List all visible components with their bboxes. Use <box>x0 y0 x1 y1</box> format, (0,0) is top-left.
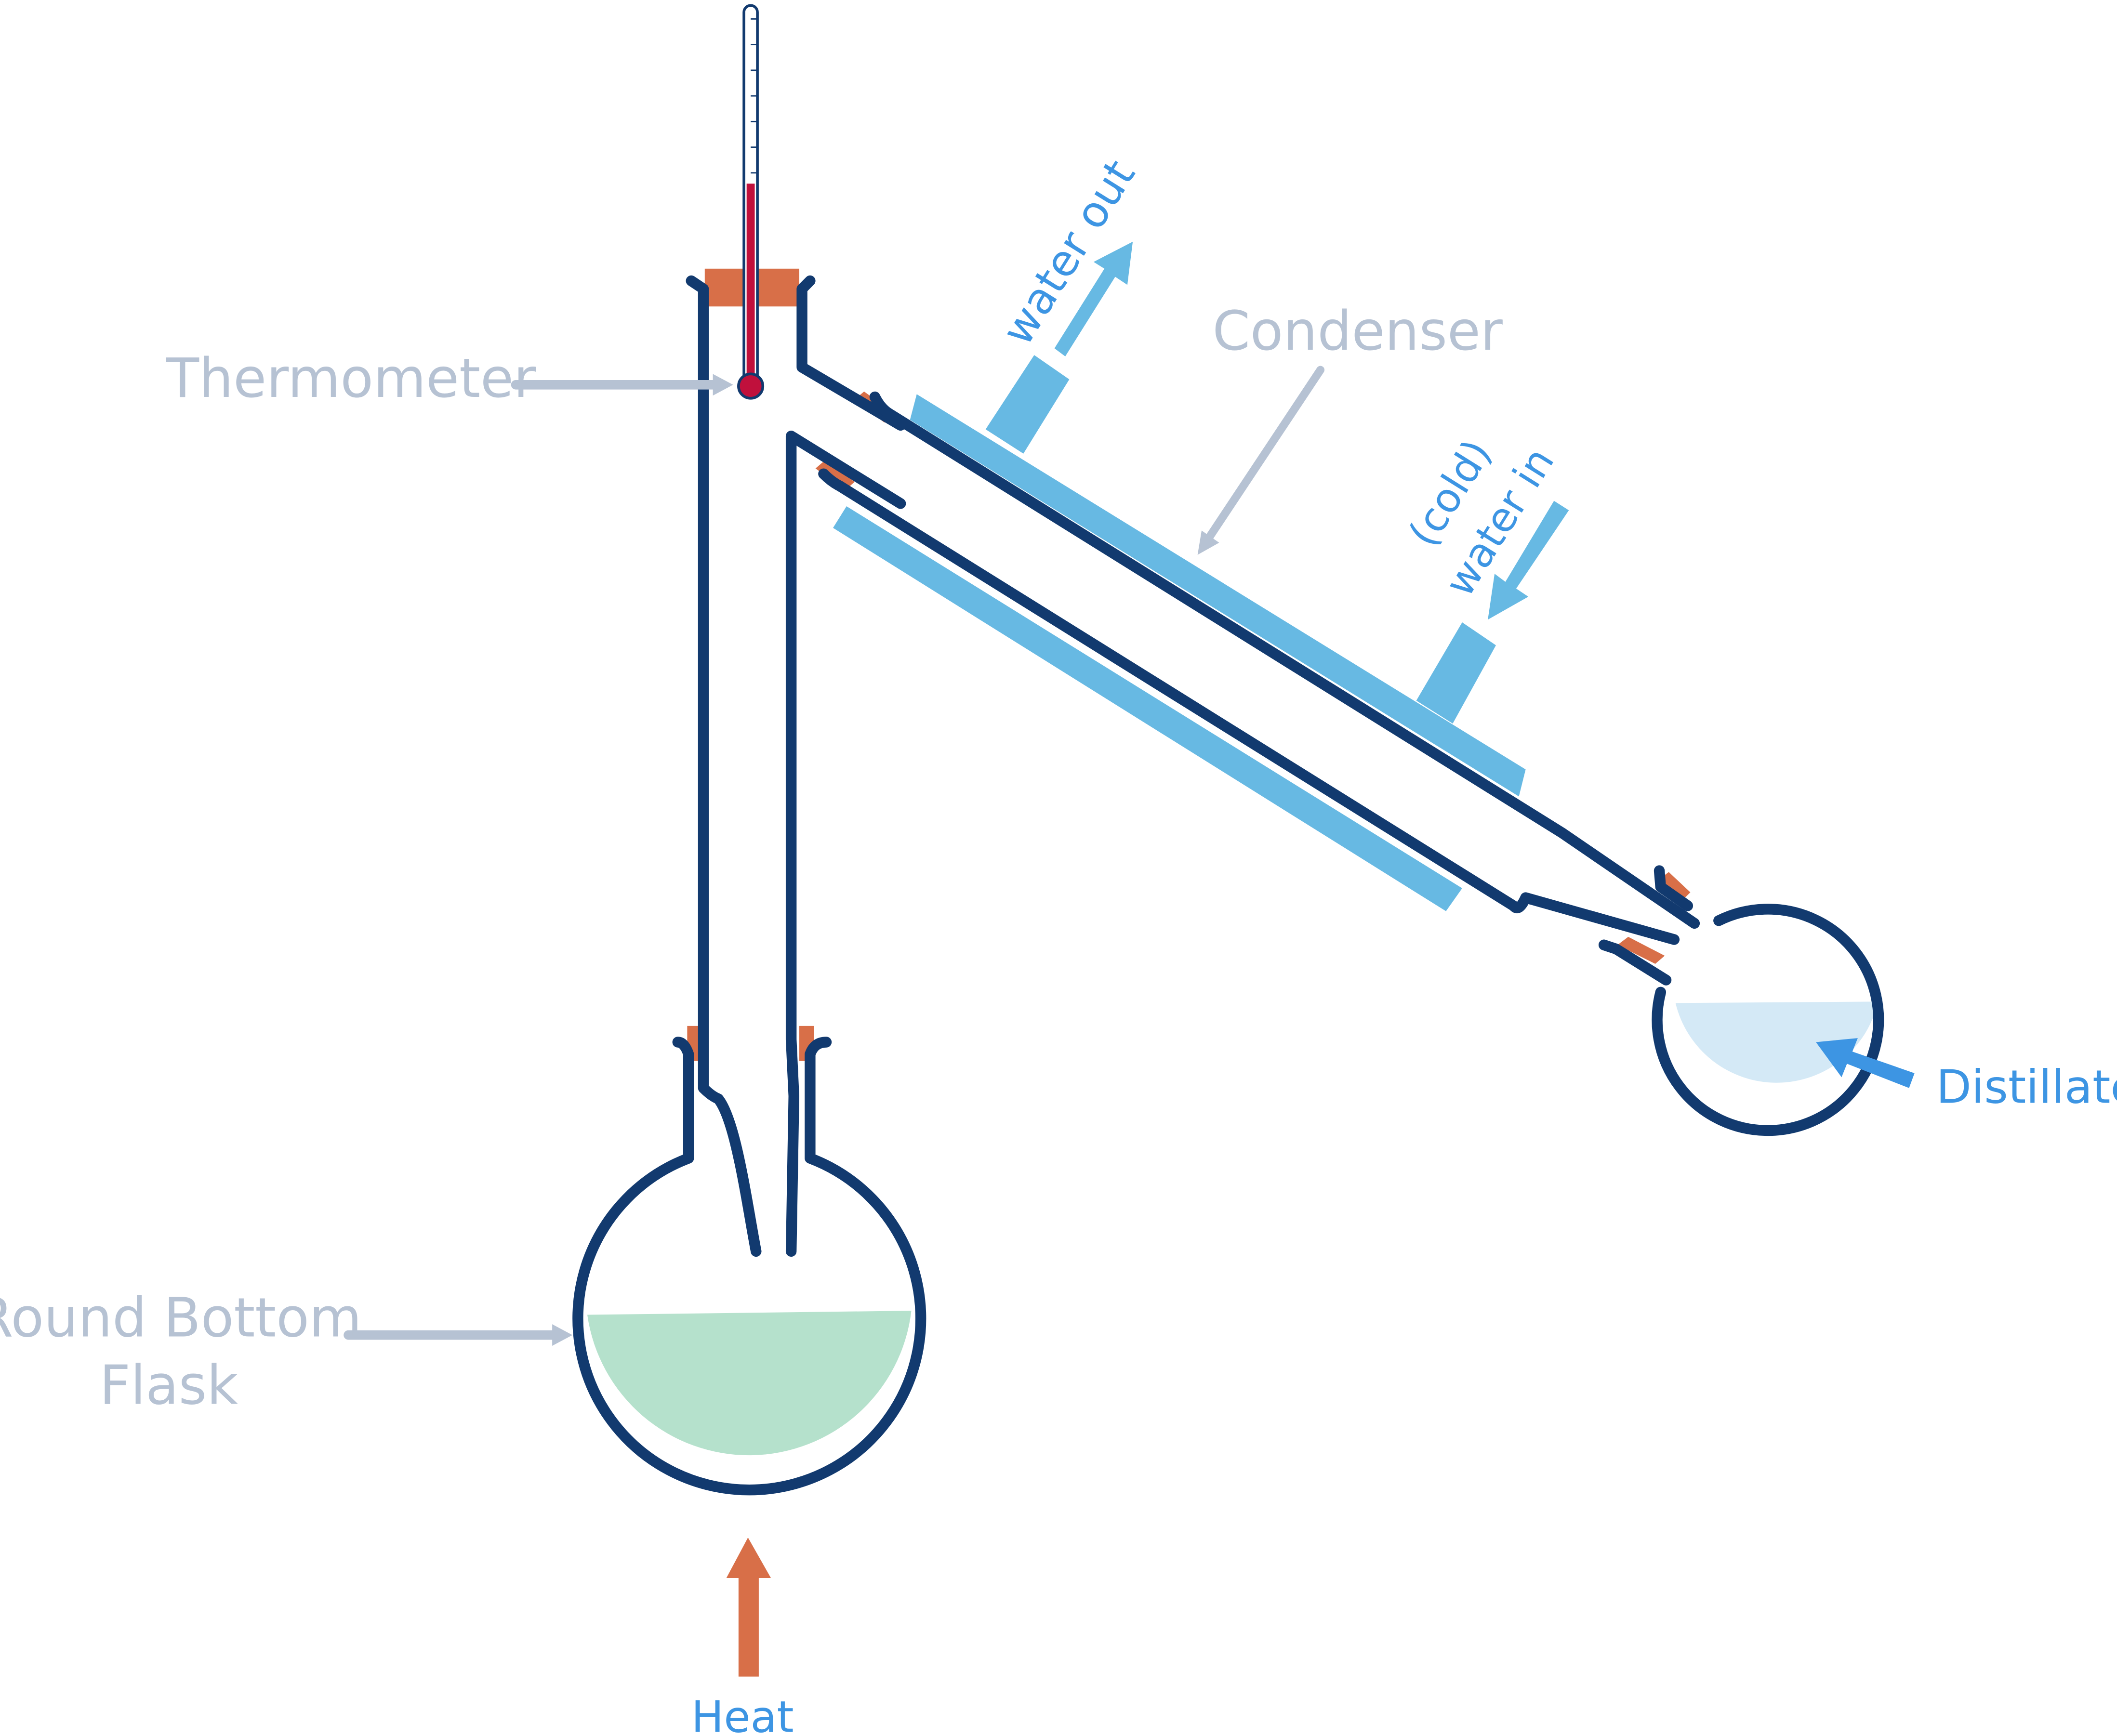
glassware <box>572 275 1884 1496</box>
distillate-label: Distillate <box>1936 1061 2117 1114</box>
pointer-arrows <box>344 366 1325 1346</box>
round-bottom-label: Round Bottom <box>0 1287 362 1349</box>
heat-label: Heat <box>691 1692 794 1736</box>
condenser-label: Condenser <box>1212 300 1503 363</box>
thermometer-label: Thermometer <box>166 347 536 410</box>
flask-label: Flask <box>99 1355 238 1417</box>
water-flow-arrows <box>1054 241 1915 1088</box>
thermometer-icon <box>737 4 765 400</box>
water-out-arrow <box>1054 241 1133 356</box>
heat-arrow-icon <box>726 1537 771 1677</box>
distillate-liquid <box>1675 1001 1878 1083</box>
distillate-arrow <box>1816 1038 1915 1088</box>
condenser-jacket <box>833 355 1526 911</box>
water-in-arrow <box>1488 500 1569 620</box>
flask-liquid <box>587 1311 912 1456</box>
